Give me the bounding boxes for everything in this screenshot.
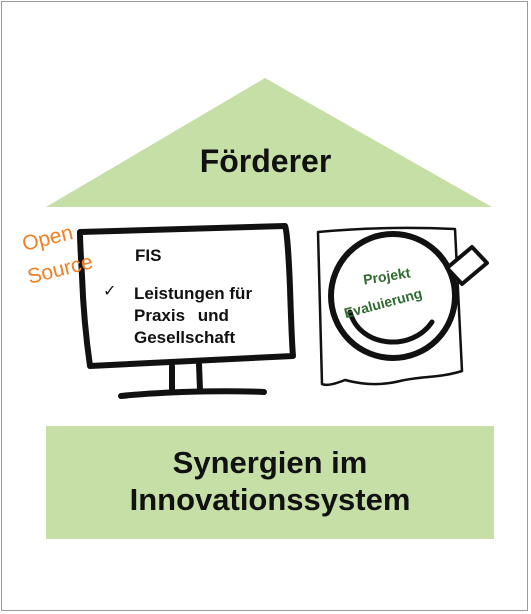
foundation-line-1: Synergien im xyxy=(172,445,368,480)
foundation-line-2: Innovationssystem xyxy=(129,482,411,517)
fis-line-3: Gesellschaft xyxy=(134,328,236,347)
roof-label: Förderer xyxy=(199,143,332,179)
checkmark-icon: ✓ xyxy=(103,283,117,300)
fis-title: FIS xyxy=(135,246,162,265)
fis-line-1: Leistungen für xyxy=(134,284,253,303)
foundation-box xyxy=(46,426,494,539)
fis-line-2: Praxis und xyxy=(134,306,229,325)
